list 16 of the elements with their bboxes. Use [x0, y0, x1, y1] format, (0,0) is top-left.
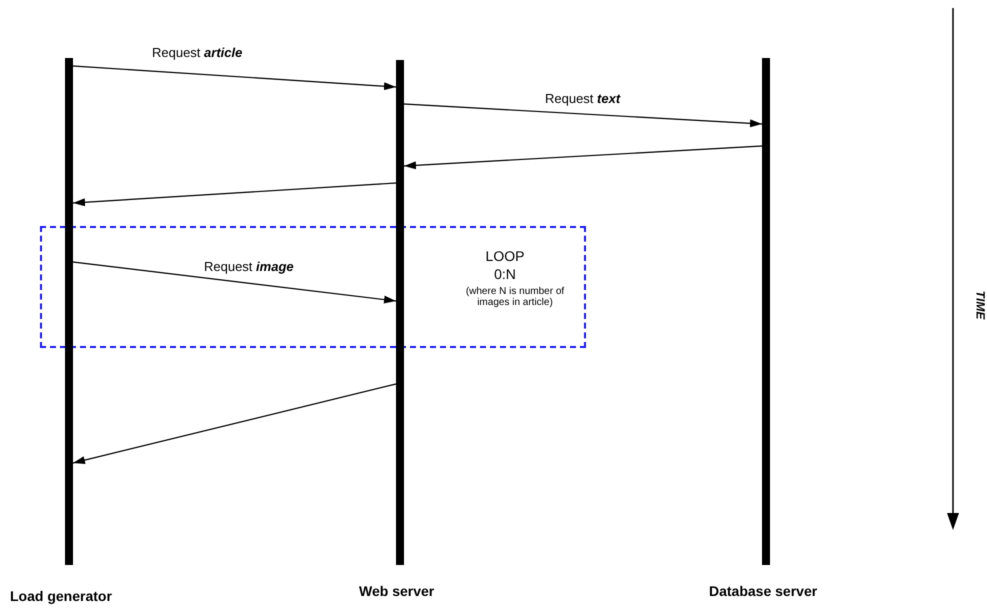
message-label: Request text	[543, 91, 622, 106]
lifeline-label: Load generator	[10, 588, 112, 604]
message-arrow	[72, 182, 396, 206]
message-arrow	[72, 383, 396, 464]
axis-label: TIME	[973, 290, 987, 320]
message-arrow	[72, 65, 396, 90]
message-label: Request article	[150, 45, 244, 60]
lifeline-label: Database server	[709, 583, 818, 599]
loop-label: 0:N	[493, 266, 517, 282]
message-label: Request image	[202, 259, 296, 274]
message-arrow	[72, 261, 396, 304]
message-arrow	[404, 145, 762, 170]
loop-note: (where N is number of images in article)	[464, 286, 566, 308]
loop-label: LOOP	[484, 248, 526, 264]
lifeline-label: Web server	[359, 583, 434, 599]
message-arrow	[404, 103, 762, 128]
